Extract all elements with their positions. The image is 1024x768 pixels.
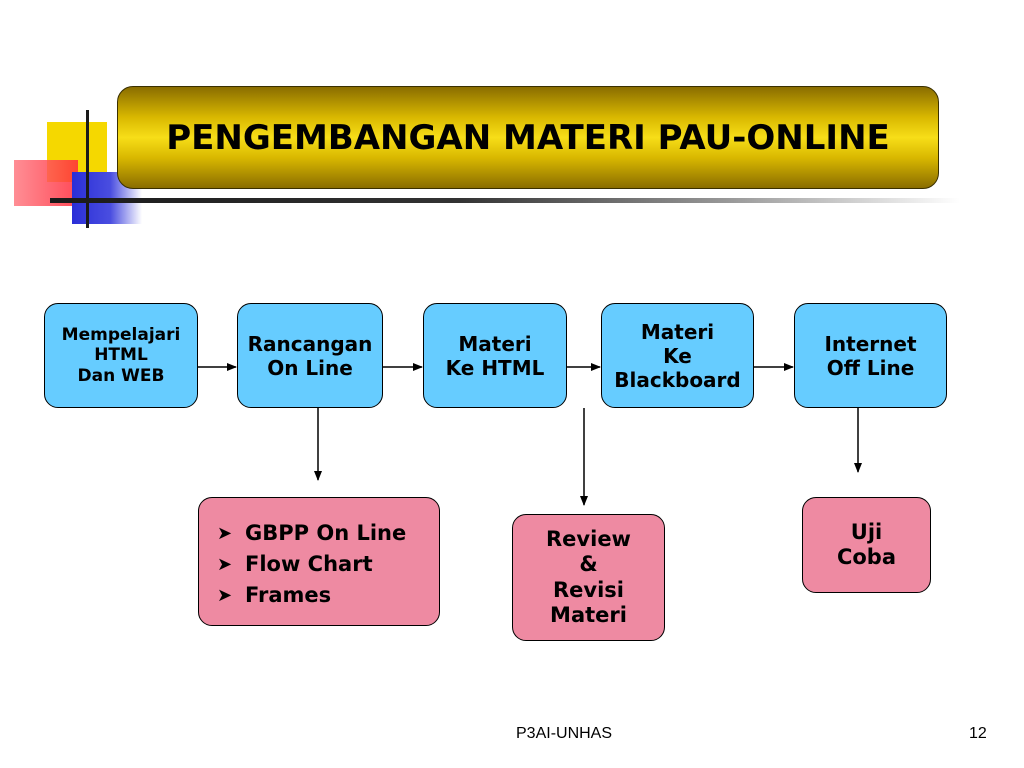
slide-title: PENGEMBANGAN MATERI PAU-ONLINE <box>166 117 890 158</box>
node-label-line: Revisi <box>553 577 624 602</box>
node-gbpp-list: ➤ GBPP On Line ➤ Flow Chart ➤ Frames <box>198 497 440 626</box>
node-label-line: On Line <box>267 355 353 380</box>
node-rancangan-online: Rancangan On Line <box>237 303 383 408</box>
node-label-line: Rancangan <box>247 331 373 356</box>
list-item-label: Flow Chart <box>245 551 373 576</box>
node-label-line: Internet <box>824 331 917 356</box>
node-materi-ke-blackboard: Materi Ke Blackboard <box>601 303 754 408</box>
list-item-label: Frames <box>245 582 332 607</box>
arrowhead-bullet-icon: ➤ <box>217 584 233 606</box>
arrowhead-bullet-icon: ➤ <box>217 522 233 544</box>
list-item: ➤ Flow Chart <box>217 549 406 580</box>
page-number: 12 <box>969 725 987 742</box>
node-label-line: Review <box>546 527 631 552</box>
node-label-line: Ke HTML <box>445 355 545 380</box>
node-review-revisi-materi: Review & Revisi Materi <box>512 514 665 641</box>
node-label-line: Materi <box>458 331 532 356</box>
node-label-line: Ke <box>663 343 692 368</box>
node-label-line: & <box>579 552 598 577</box>
title-banner: PENGEMBANGAN MATERI PAU-ONLINE <box>117 86 939 189</box>
node-materi-ke-html: Materi Ke HTML <box>423 303 567 408</box>
list-item-label: GBPP On Line <box>245 520 407 545</box>
list-item: ➤ Frames <box>217 580 406 611</box>
node-label-line: Mempelajari <box>61 324 181 345</box>
list-item: ➤ GBPP On Line <box>217 518 406 549</box>
node-label-line: Uji <box>850 519 883 544</box>
node-label-line: Materi <box>550 602 627 627</box>
logo-vertical-line <box>86 110 89 228</box>
node-label-line: Coba <box>836 545 897 569</box>
node-label-line: Blackboard <box>614 367 741 392</box>
arrowhead-bullet-icon: ➤ <box>217 553 233 575</box>
node-label-line: Off Line <box>826 355 915 380</box>
node-uji-coba: Uji Coba <box>802 497 931 593</box>
node-mempelajari-html: Mempelajari HTML Dan WEB <box>44 303 198 408</box>
node-internet-offline: Internet Off Line <box>794 303 947 408</box>
node-label-line: HTML <box>94 345 148 366</box>
footer-label: P3AI-UNHAS <box>516 725 613 742</box>
gbpp-bullet-list: ➤ GBPP On Line ➤ Flow Chart ➤ Frames <box>217 518 406 611</box>
node-label-line: Materi <box>640 319 715 344</box>
title-underline-divider <box>50 198 960 203</box>
node-label-line: Dan WEB <box>77 365 165 386</box>
